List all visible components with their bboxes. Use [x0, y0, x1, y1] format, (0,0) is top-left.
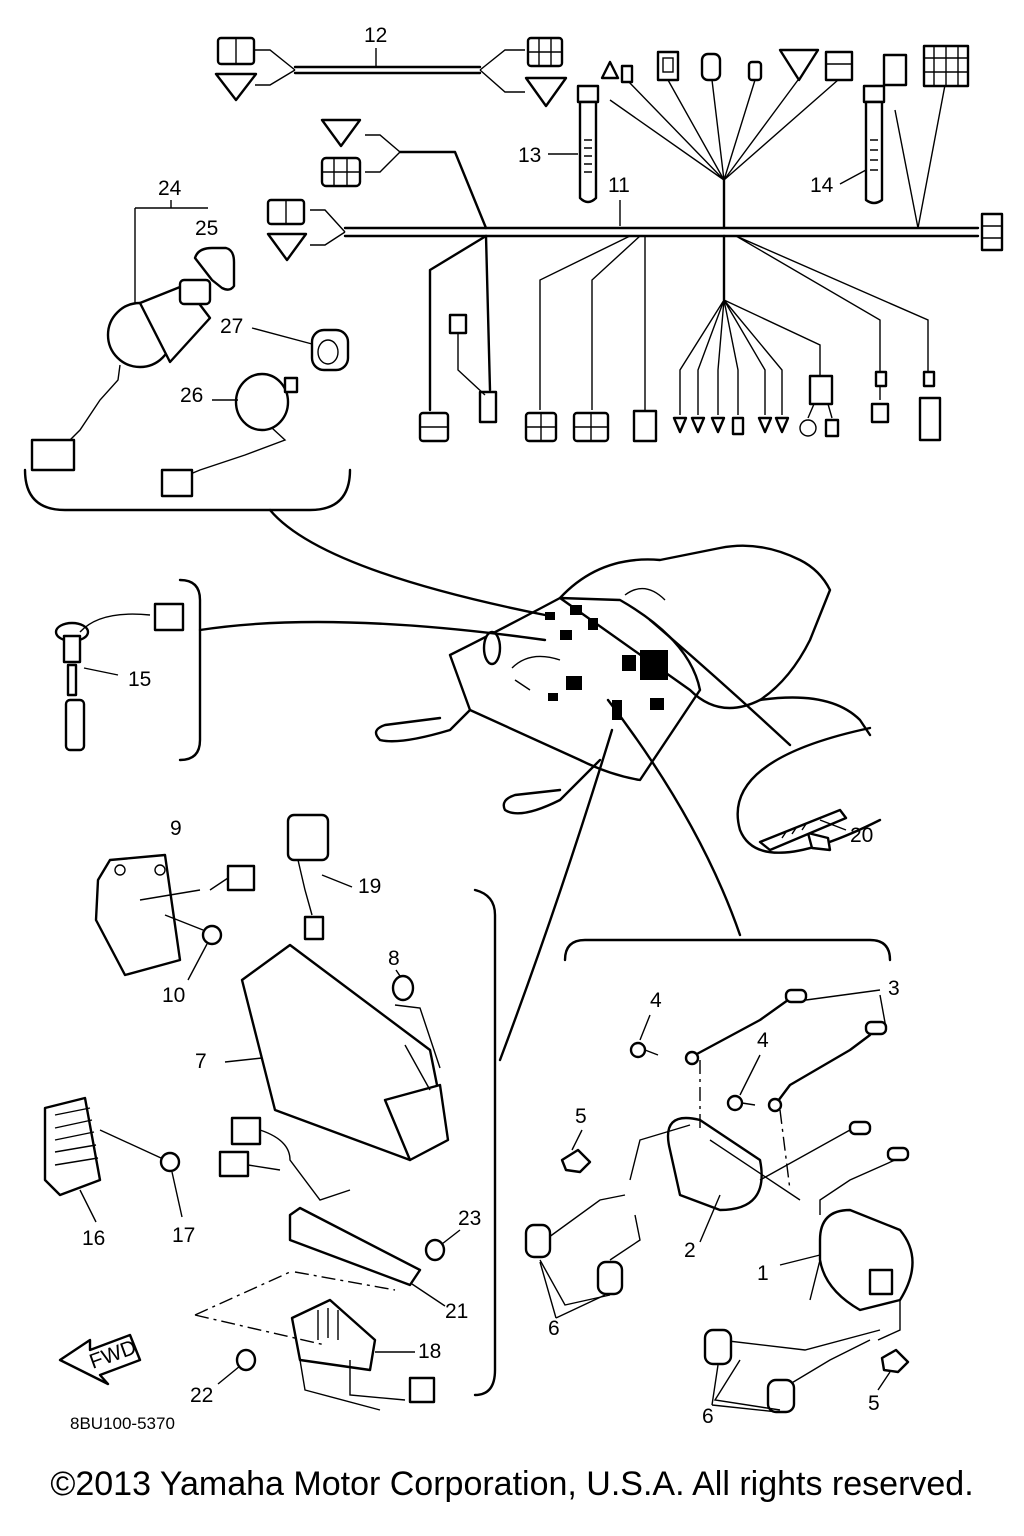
callout-18: 18 [418, 1340, 441, 1363]
part-7-box [218, 943, 450, 1201]
callout-23: 23 [458, 1207, 481, 1230]
callout-27: 27 [220, 315, 243, 338]
callout-14: 14 [810, 174, 834, 197]
main-switch-group-24 [23, 200, 352, 512]
part-21-cover [288, 1206, 446, 1287]
callout-9: 9 [170, 817, 182, 840]
leader-lines [198, 508, 792, 1062]
callout-25: 25 [195, 217, 218, 240]
cable-tie-14 [839, 84, 886, 205]
callout-5-upper: 5 [575, 1105, 587, 1128]
callout-16: 16 [82, 1227, 105, 1250]
callout-4-upper: 4 [650, 989, 662, 1012]
main-harness-11 [266, 44, 1004, 443]
part-9-unit [94, 853, 256, 977]
diagram-code: 8BU100-5370 [70, 1414, 175, 1433]
callout-2: 2 [684, 1239, 696, 1262]
bracket-7 [473, 888, 497, 1397]
callout-12: 12 [364, 24, 387, 47]
callout-8: 8 [388, 947, 400, 970]
callout-6-left: 6 [548, 1317, 560, 1340]
callout-3: 3 [888, 977, 900, 1000]
callout-26: 26 [180, 384, 203, 407]
part-16-rectifier [43, 1096, 181, 1197]
callout-20: 20 [850, 824, 873, 847]
callout-10: 10 [162, 984, 185, 1007]
snowmobile [374, 544, 872, 815]
callout-15: 15 [128, 668, 151, 691]
copyright-notice: ©2013 Yamaha Motor Corporation, U.S.A. A… [50, 1465, 974, 1503]
callout-5-lower: 5 [868, 1392, 880, 1415]
ignition-group [524, 938, 914, 1414]
connector-group-15 [54, 578, 202, 762]
callout-1: 1 [757, 1262, 769, 1285]
fwd-arrow-icon: FWD [58, 1333, 142, 1386]
callout-22: 22 [190, 1384, 213, 1407]
callout-13: 13 [518, 144, 541, 167]
callout-19: 19 [358, 875, 381, 898]
callout-17: 17 [172, 1224, 195, 1247]
part-18-unit [194, 1271, 436, 1411]
tie-band-20 [736, 726, 882, 854]
callout-7: 7 [195, 1050, 207, 1073]
callout-11: 11 [608, 174, 630, 197]
callout-6-right: 6 [702, 1405, 714, 1428]
callout-4-lower: 4 [757, 1029, 769, 1052]
sub-harness-12 [214, 36, 568, 108]
callout-21: 21 [445, 1300, 468, 1323]
callout-numbers: 12 13 11 14 24 25 27 26 15 9 19 20 8 10 … [82, 24, 900, 1428]
callout-leaders [79, 874, 891, 1413]
part-19-capacitor [286, 813, 330, 941]
cable-tie-13 [548, 84, 600, 204]
callout-24: 24 [158, 177, 182, 200]
